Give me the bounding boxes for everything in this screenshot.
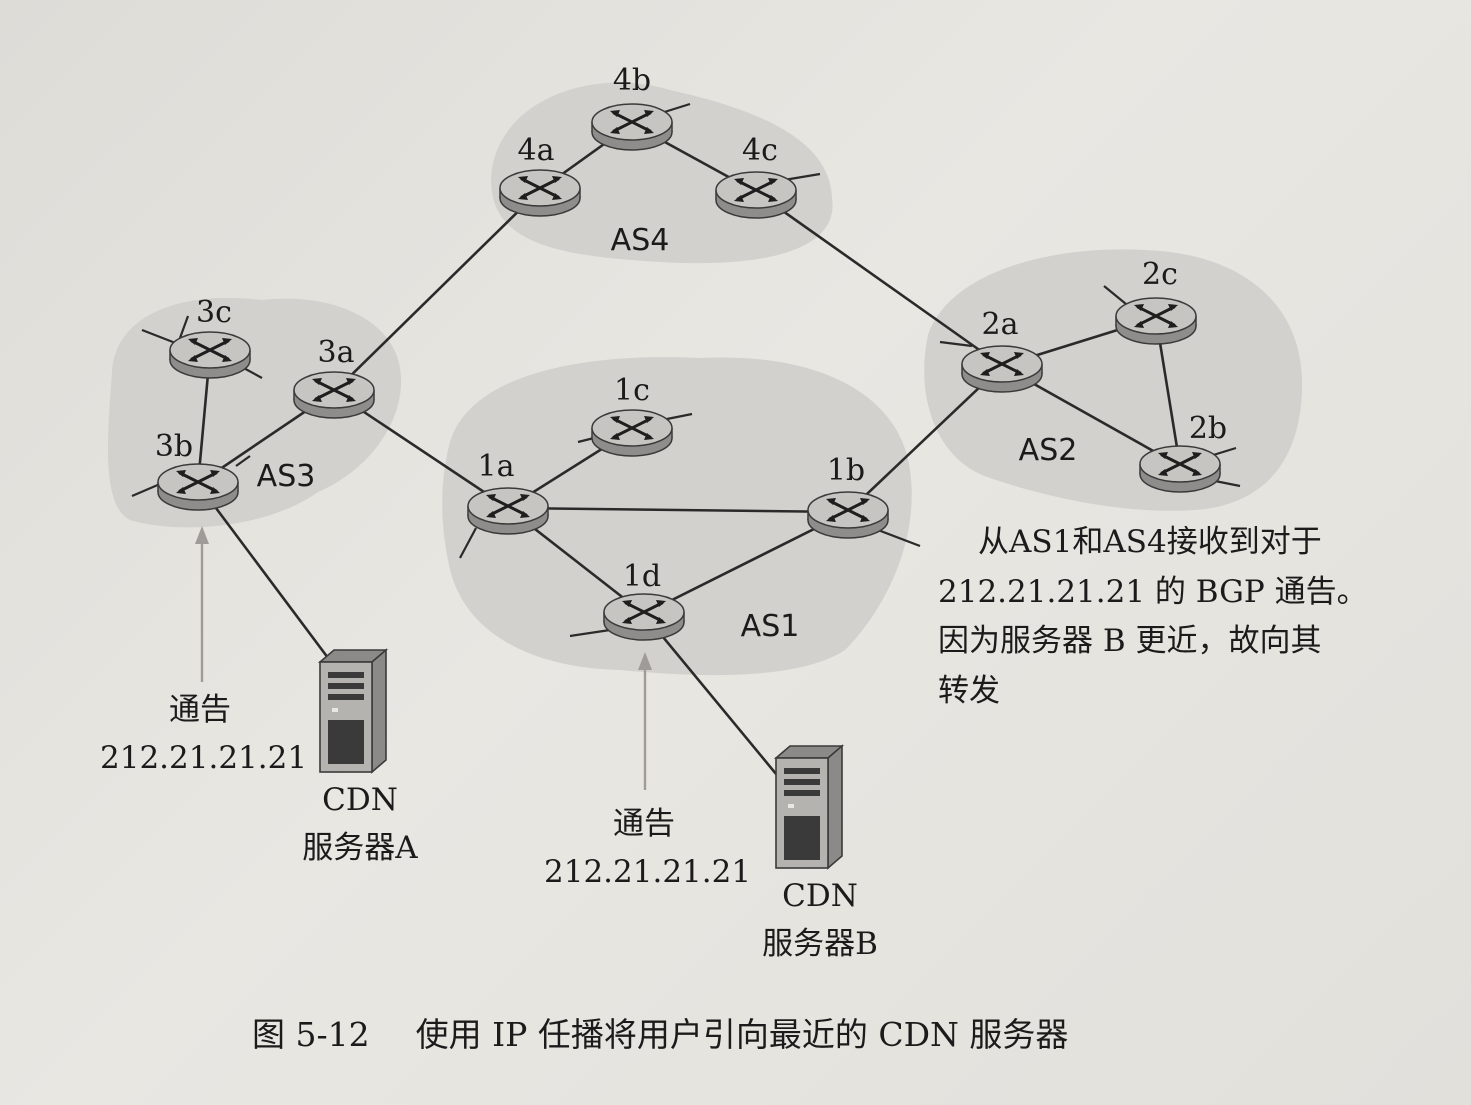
- as2-label: AS2: [1019, 433, 1078, 468]
- cdn-server-b-label: CDN 服务器B: [740, 872, 900, 968]
- as1-label: AS1: [741, 609, 800, 644]
- announcement-arrow-left: [195, 526, 209, 682]
- bgp-note-line2: 212.21.21.21 的 BGP 通告。: [938, 573, 1368, 610]
- cdn-server-b-line1: CDN: [782, 878, 858, 914]
- router-label-2b: 2b: [1189, 411, 1227, 446]
- as1-region: [442, 357, 912, 676]
- bgp-note-line4: 转发: [938, 672, 1000, 709]
- router-label-1b: 1b: [827, 453, 865, 488]
- as3-label: AS3: [257, 459, 316, 494]
- as2-region: [924, 249, 1303, 511]
- router-3c: [168, 330, 252, 380]
- bgp-note: 从AS1和AS4接收到对于 212.21.21.21 的 BGP 通告。 因为服…: [938, 518, 1368, 716]
- cdn-server-a-line2: 服务器A: [302, 830, 418, 867]
- router-label-2c: 2c: [1142, 257, 1178, 292]
- figure-number: 图 5-12: [252, 1015, 370, 1054]
- as4-label: AS4: [611, 223, 670, 258]
- router-label-1a: 1a: [478, 449, 515, 484]
- router-label-1c: 1c: [614, 373, 650, 408]
- announcement-middle-address: 212.21.21.21: [544, 854, 752, 891]
- announcement-arrow-middle: [638, 652, 652, 790]
- figure-title: 使用 IP 任播将用户引向最近的 CDN 服务器: [415, 1015, 1069, 1054]
- router-3b: [156, 462, 240, 512]
- announcement-left-address: 212.21.21.21: [100, 740, 308, 777]
- cdn-server-b-icon: [775, 745, 843, 869]
- router-label-3a: 3a: [318, 335, 355, 370]
- router-1c: [590, 408, 674, 458]
- router-label-1d: 1d: [623, 559, 661, 594]
- router-label-4c: 4c: [742, 133, 778, 168]
- router-label-4b: 4b: [613, 63, 651, 98]
- router-4b: [590, 102, 674, 152]
- router-2c: [1114, 296, 1198, 346]
- cdn-server-b-line2: 服务器B: [762, 926, 878, 963]
- router-label-3c: 3c: [196, 295, 232, 330]
- announcement-middle-title: 通告: [613, 806, 675, 842]
- router-label-3b: 3b: [155, 429, 193, 464]
- router-1b: [806, 490, 890, 540]
- router-2b: [1138, 444, 1222, 494]
- router-3a: [292, 370, 376, 420]
- bgp-note-line3: 因为服务器 B 更近，故向其: [938, 623, 1322, 660]
- cdn-server-a-icon: [319, 649, 387, 773]
- router-2a: [960, 344, 1044, 394]
- announcement-left: 通告 212.21.21.21: [100, 686, 308, 782]
- figure-caption: 图 5-12 使用 IP 任播将用户引向最近的 CDN 服务器: [252, 1008, 1068, 1056]
- bgp-note-line1: 从AS1和AS4接收到对于: [978, 524, 1322, 560]
- router-label-4a: 4a: [518, 133, 555, 168]
- announcement-middle: 通告 212.21.21.21: [544, 800, 752, 896]
- cdn-server-a-label: CDN 服务器A: [280, 776, 440, 872]
- router-label-2a: 2a: [982, 307, 1019, 342]
- cdn-server-a-line1: CDN: [322, 782, 398, 818]
- announcement-left-title: 通告: [169, 692, 231, 728]
- router-4c: [714, 170, 798, 220]
- router-4a: [498, 168, 582, 218]
- router-1d: [602, 592, 686, 642]
- router-1a: [466, 486, 550, 536]
